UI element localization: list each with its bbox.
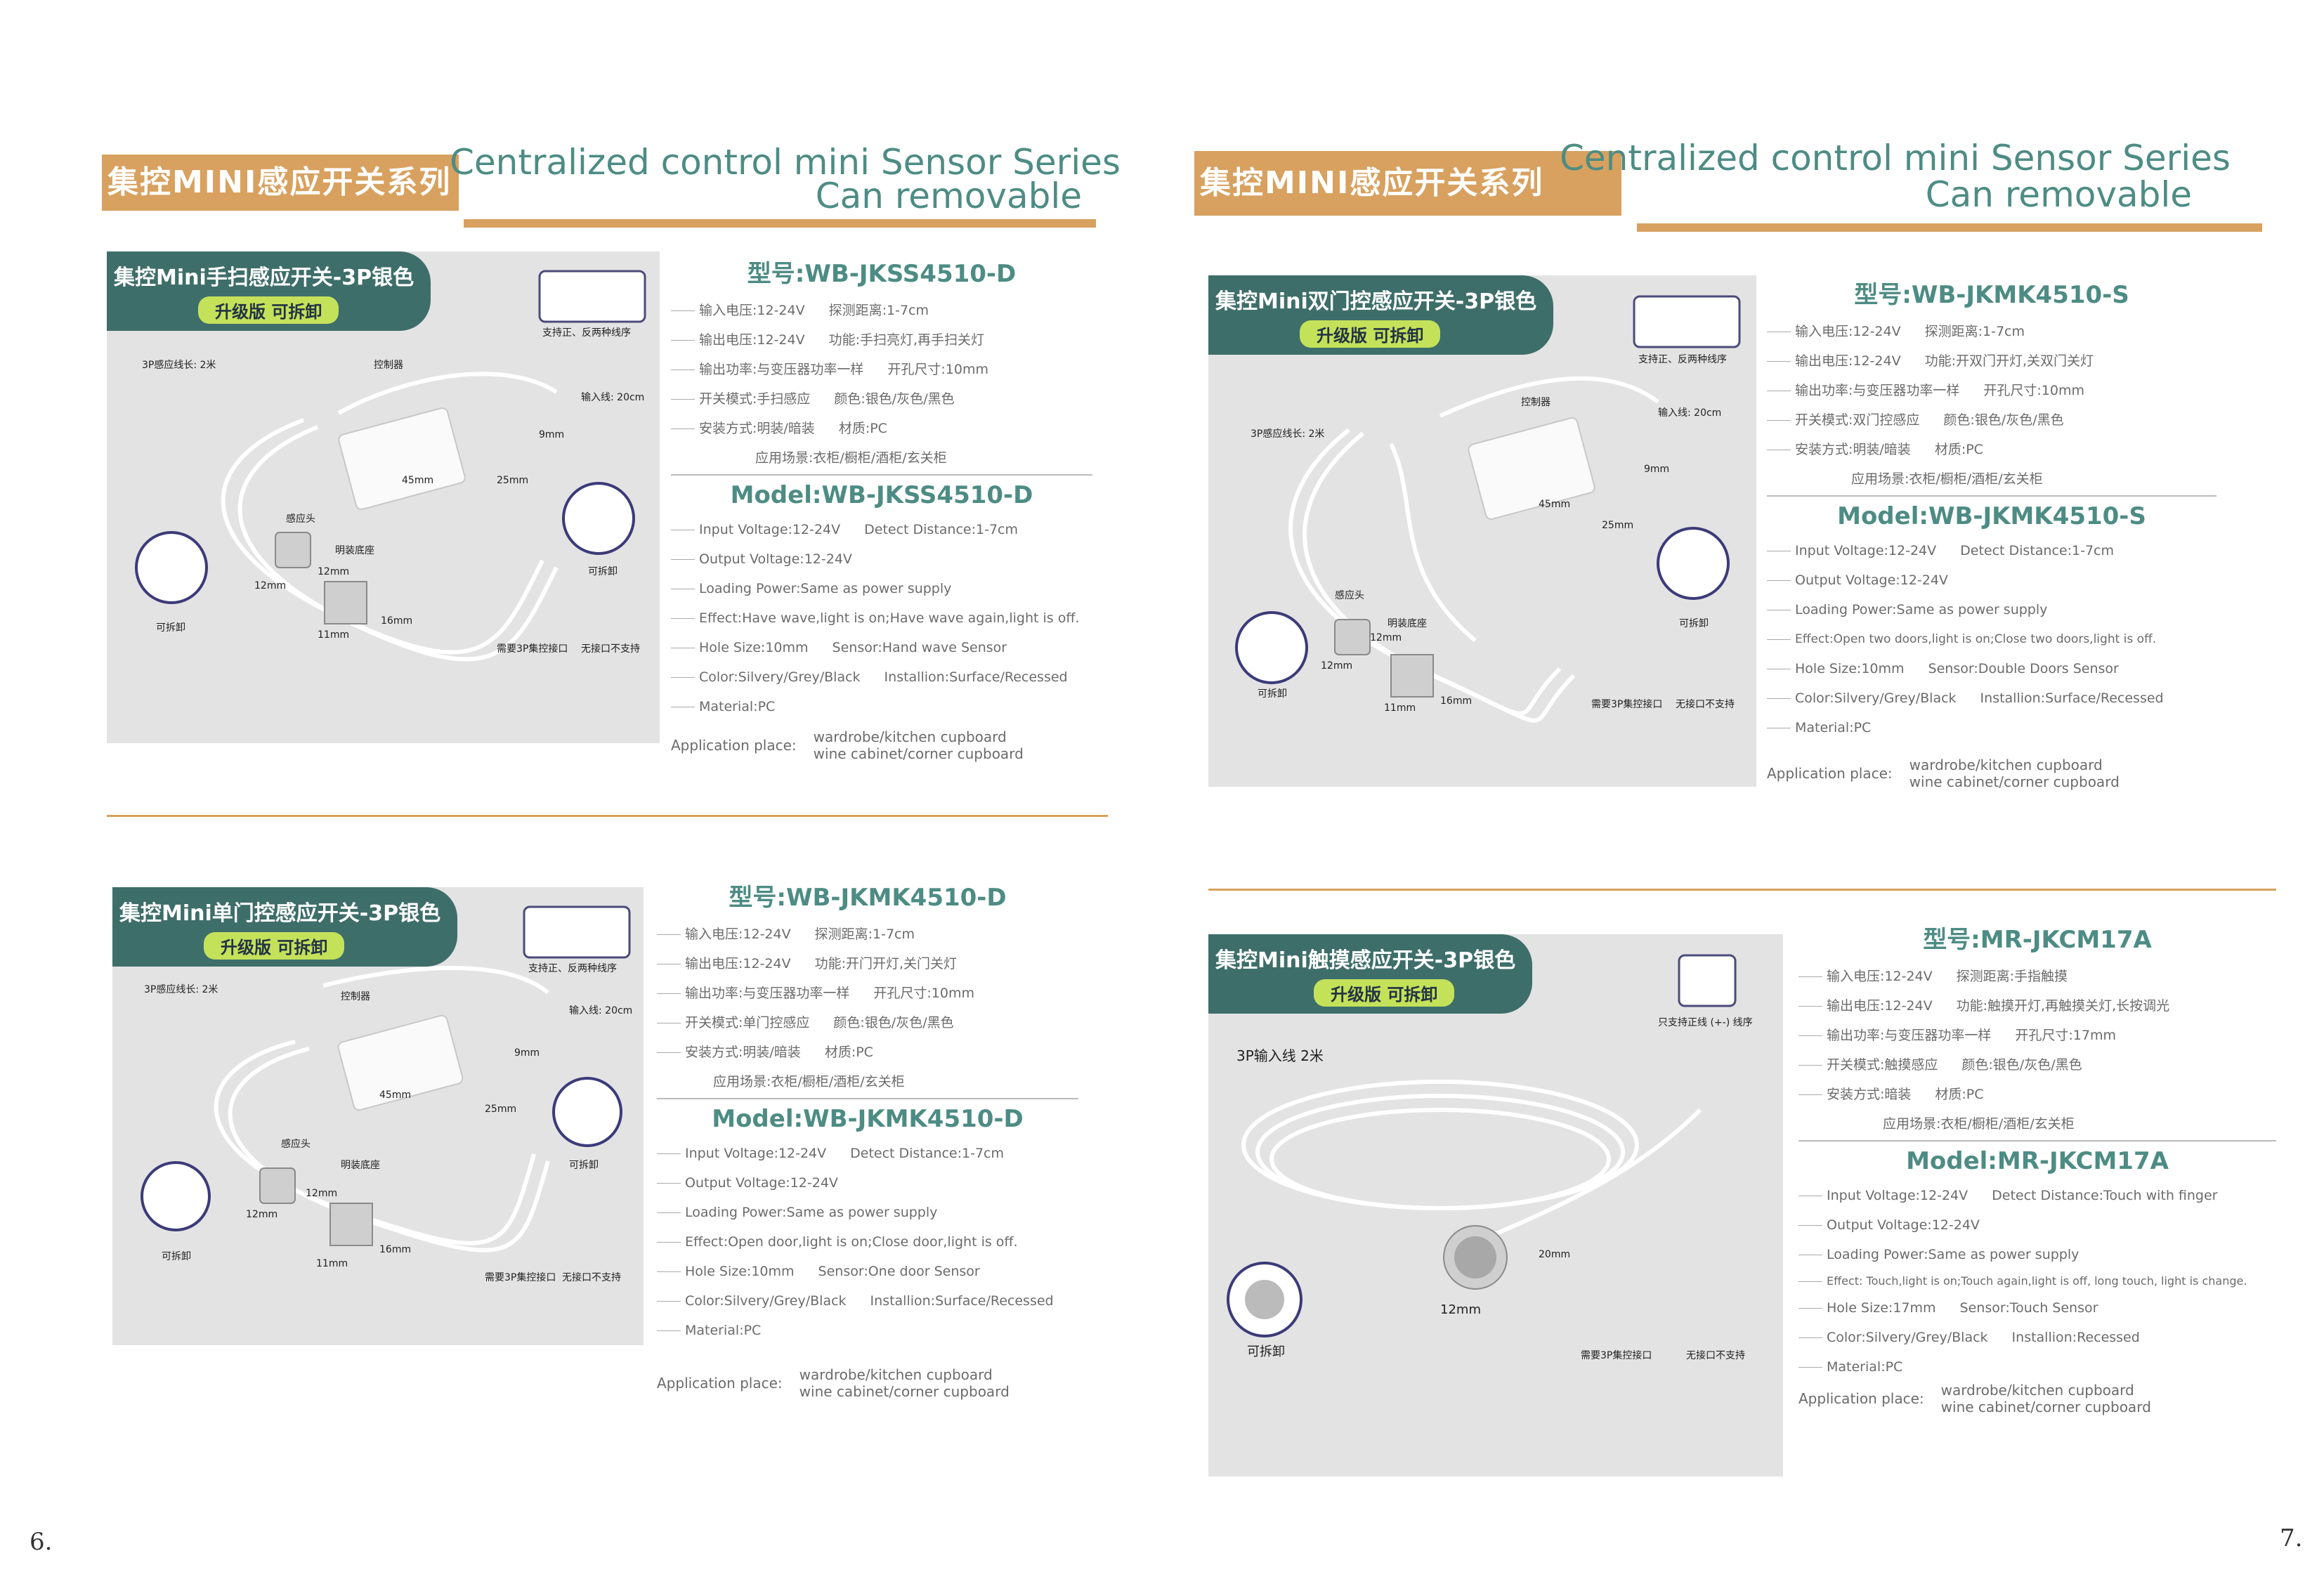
header-cn-left: 集控MINI感应开关系列: [102, 155, 459, 211]
photo-label: 可拆卸: [569, 1160, 599, 1171]
photo-label: 12mm: [318, 566, 349, 577]
photo-label: 输入线: 20cm: [581, 392, 644, 403]
header-en-line2-right: Can removable: [1925, 174, 2192, 215]
photo-label: 16mm: [1440, 695, 1472, 707]
photo-label: 感应头: [286, 513, 315, 525]
photo-label: 需要3P集控接口: [1581, 1349, 1652, 1361]
photo-label: 需要3P集控接口: [497, 643, 568, 655]
header-en-line1-left: Centralized control mini Sensor Series: [450, 142, 1121, 183]
header-en-line1-right: Centralized control mini Sensor Series: [1560, 138, 2231, 178]
product-photo-1: 集控Mini手扫感应开关-3P银色 升级版 可拆卸 3P感应线长: 2米 控制器…: [107, 251, 660, 743]
photo-label: 支持正、反两种线序: [1638, 354, 1727, 365]
photo-label: 45mm: [379, 1089, 411, 1101]
photo-label: 输入线: 20cm: [569, 1005, 632, 1016]
photo-label: 感应头: [1335, 589, 1364, 601]
model-en: Model:WB-JKMK4510-S: [1837, 502, 2146, 530]
product-photo-4: 集控Mini触摸感应开关-3P银色 升级版 可拆卸 3P输入线 2米 20mm …: [1208, 934, 1783, 1477]
model-cn: 型号:MR-JKCM17A: [1923, 926, 2152, 954]
application-place: Application place: wardrobe/kitchen cupb…: [671, 728, 1024, 762]
photo-label: 9mm: [514, 1047, 540, 1059]
photo-label: 12mm: [1370, 632, 1402, 643]
photo-label: 12mm: [306, 1188, 337, 1199]
photo-label: 3P感应线长: 2米: [144, 983, 218, 995]
photo-label: 11mm: [316, 1258, 348, 1269]
product-illustration-4: 3P输入线 2米 20mm 12mm 可拆卸 只支持正线 (+-) 线序 需要3…: [1227, 954, 1753, 1361]
header-cn-right: 集控MINI感应开关系列: [1194, 151, 1621, 216]
application-place: Application place: wardrobe/kitchen cupb…: [657, 1366, 1010, 1400]
photo-label: 明装底座: [1388, 618, 1427, 629]
photo-label: 可拆卸: [588, 566, 618, 577]
photo-label: 3P输入线 2米: [1236, 1047, 1324, 1064]
product-tag-1: 集控Mini手扫感应开关-3P银色 升级版 可拆卸: [107, 251, 431, 331]
header-rule-right: [1637, 223, 2262, 232]
model-en: Model:MR-JKCM17A: [1906, 1147, 2169, 1175]
divider-right: [1208, 889, 2276, 891]
application-place: Application place: wardrobe/kitchen cupb…: [1799, 1382, 2151, 1415]
product-photo-2: 集控Mini双门控感应开关-3P银色 升级版 可拆卸 3P感应线长: 2米 控制…: [1208, 275, 1756, 787]
photo-label: 12mm: [1321, 660, 1352, 672]
page-number-left: 6.: [30, 1528, 53, 1556]
photo-label: 12mm: [246, 1209, 278, 1220]
photo-label: 可拆卸: [1258, 688, 1287, 700]
photo-label: 3P感应线长: 2米: [142, 359, 216, 371]
photo-label: 25mm: [1602, 520, 1633, 531]
photo-label: 可拆卸: [162, 1251, 191, 1262]
photo-label: 25mm: [497, 475, 528, 486]
photo-label: 16mm: [379, 1244, 411, 1255]
photo-label: 9mm: [539, 429, 564, 440]
photo-label: 可拆卸: [1679, 618, 1709, 629]
photo-label: 45mm: [402, 475, 433, 486]
divider-left: [107, 815, 1108, 817]
photo-label: 只支持正线 (+-) 线序: [1658, 1017, 1753, 1028]
photo-label: 16mm: [381, 615, 412, 627]
model-en: Model:WB-JKMK4510-D: [712, 1105, 1024, 1133]
photo-label: 输入线: 20cm: [1658, 407, 1721, 419]
product-tag-3: 集控Mini单门控感应开关-3P银色 升级版 可拆卸: [112, 887, 458, 967]
model-cn: 型号:WB-JKMK4510-S: [1854, 281, 2129, 309]
photo-label: 明装底座: [335, 545, 374, 556]
photo-label: 12mm: [254, 580, 286, 591]
product-illustration-2: 3P感应线长: 2米 控制器 输入线: 20cm 9mm 45mm 25mm 感…: [1235, 295, 1741, 723]
photo-label: 无接口不支持: [581, 643, 640, 655]
photo-label: 9mm: [1644, 464, 1669, 475]
photo-label: 控制器: [341, 991, 370, 1002]
header-rule-left: [464, 219, 1096, 228]
photo-label: 支持正、反两种线序: [542, 327, 631, 339]
model-en: Model:WB-JKSS4510-D: [730, 481, 1033, 509]
photo-label: 控制器: [1521, 397, 1551, 408]
product-illustration-1: 3P感应线长: 2米 控制器 输入线: 20cm 9mm 45mm 25mm 感…: [135, 270, 646, 662]
photo-label: 无接口不支持: [562, 1271, 621, 1283]
page-number-right: 7.: [2280, 1524, 2303, 1552]
photo-label: 感应头: [281, 1138, 311, 1150]
photo-label: 无接口不支持: [1686, 1349, 1745, 1361]
model-cn: 型号:WB-JKMK4510-D: [729, 884, 1007, 912]
application-place: Application place: wardrobe/kitchen cupb…: [1767, 757, 2120, 790]
photo-label: 可拆卸: [156, 622, 185, 634]
photo-label: 可拆卸: [1247, 1344, 1285, 1359]
photo-label: 需要3P集控接口: [485, 1271, 556, 1283]
photo-label: 25mm: [485, 1104, 516, 1115]
photo-label: 12mm: [1440, 1302, 1481, 1317]
photo-label: 3P感应线长: 2米: [1251, 428, 1324, 440]
photo-label: 无接口不支持: [1676, 698, 1735, 710]
photo-label: 支持正、反两种线序: [528, 963, 617, 974]
product-tag-2: 集控Mini双门控感应开关-3P银色 升级版 可拆卸: [1208, 275, 1554, 355]
product-photo-3: 集控Mini单门控感应开关-3P银色 升级版 可拆卸 3P感应线长: 2米 控制…: [112, 887, 644, 1345]
header-en-line2-left: Can removable: [815, 176, 1082, 216]
photo-label: 控制器: [374, 360, 403, 371]
photo-label: 需要3P集控接口: [1591, 698, 1662, 710]
photo-label: 45mm: [1539, 499, 1570, 510]
product-illustration-3: 3P感应线长: 2米 控制器 输入线: 20cm 9mm 45mm 25mm 感…: [141, 905, 632, 1283]
photo-label: 20mm: [1539, 1249, 1570, 1260]
model-cn: 型号:WB-JKSS4510-D: [747, 260, 1017, 288]
product-tag-4: 集控Mini触摸感应开关-3P银色 升级版 可拆卸: [1208, 934, 1533, 1014]
photo-label: 11mm: [1384, 702, 1416, 714]
photo-label: 明装底座: [341, 1160, 380, 1171]
photo-label: 11mm: [318, 629, 349, 641]
